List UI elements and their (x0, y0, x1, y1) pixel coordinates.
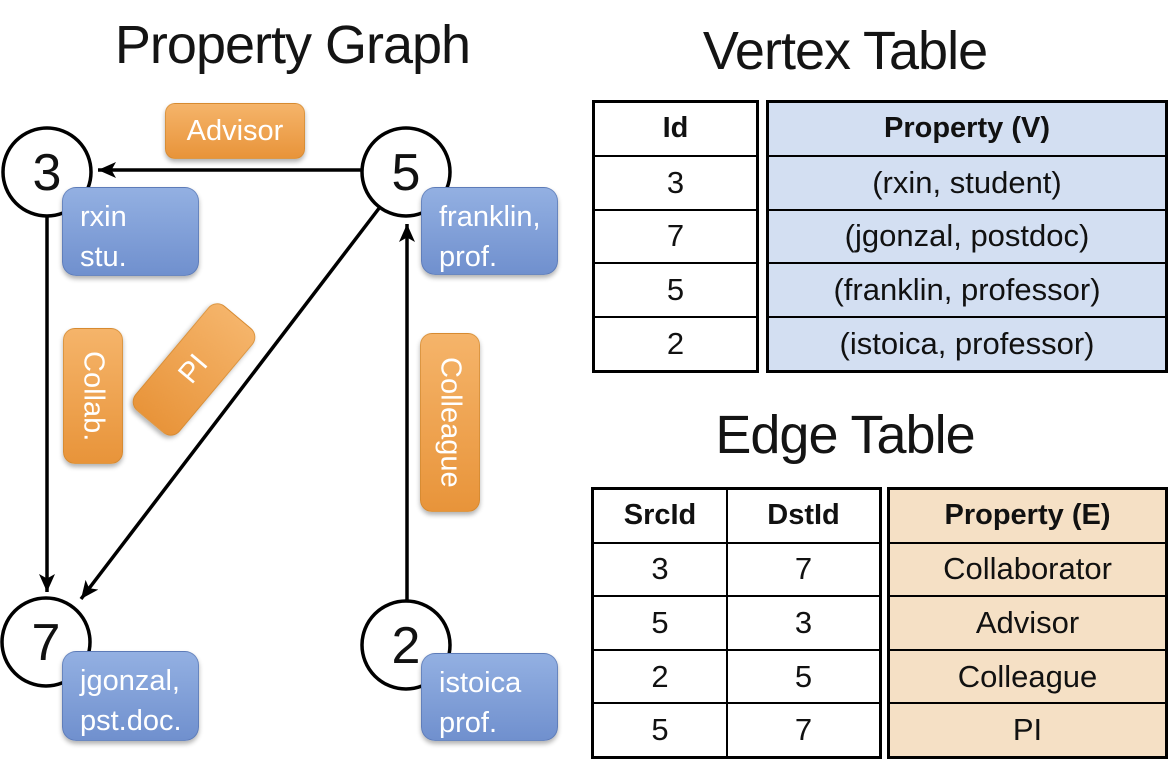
edge-table-srcdst-columns: SrcId DstId 3 7 5 3 2 5 5 7 (591, 487, 882, 759)
vertex-table-property-cell: (rxin, student) (769, 154, 1165, 209)
property-graph-title: Property Graph (114, 15, 471, 75)
edge-table-title: Edge Table (715, 405, 975, 465)
vertex-table-id-cell: 3 (595, 154, 756, 209)
edge-label-collab: Collab. (63, 328, 123, 464)
vertex-table-id-column: Id 3 7 5 2 (592, 100, 759, 373)
edge-table-src-cell: 5 (594, 597, 728, 649)
vertex-property-box-7-line1: jgonzal, (80, 665, 180, 697)
vertex-table-id-cell: 2 (595, 316, 756, 370)
edge-table-property-header: Property (E) (944, 499, 1111, 532)
vertex-node-7-id: 7 (32, 614, 61, 672)
edge-label-advisor: Advisor (165, 103, 305, 159)
edge-table-srcid-header: SrcId (594, 490, 728, 542)
vertex-property-box-7: jgonzal, pst.doc. (62, 651, 199, 741)
vertex-property-box-5-line1: franklin, (439, 201, 541, 233)
edge-table-dst-cell: 7 (794, 712, 813, 748)
vertex-node-5-id: 5 (392, 144, 421, 202)
vertex-table-id-cell: 7 (595, 208, 756, 263)
edge-table-dst-cell: 7 (794, 551, 813, 587)
edge-table-property-cell: Collaborator (890, 541, 1165, 596)
vertex-table-property-cell: (istoica, professor) (769, 316, 1165, 370)
edge-pi-5-to-7 (79, 205, 382, 601)
edge-table-property-cell: Advisor (890, 595, 1165, 649)
edge-table-property-column: Property (E) Collaborator Advisor Collea… (887, 487, 1168, 759)
edge-table-src-cell: 5 (594, 704, 728, 756)
vertex-table-property-header: Property (V) (884, 112, 1050, 145)
vertex-property-box-5-line2: prof. (439, 241, 498, 274)
edge-table-header-row: SrcId DstId (594, 490, 879, 542)
edge-table-row: 3 7 (594, 541, 879, 596)
edge-table-dst-cell: 5 (794, 658, 813, 694)
vertex-table-property-cell: (jgonzal, postdoc) (769, 208, 1165, 263)
edge-table-property-cell: PI (890, 702, 1165, 756)
vertex-property-box-7-line2: pst.doc. (80, 705, 182, 738)
vertex-node-3-id: 3 (33, 144, 62, 202)
edge-table-row: 5 3 (594, 595, 879, 649)
vertex-node-2-id: 2 (392, 617, 421, 675)
vertex-table-id-header: Id (662, 112, 689, 145)
vertex-property-box-3-line2: stu. (80, 241, 127, 274)
edge-table-dst-cell: 3 (794, 604, 813, 640)
edge-label-colleague-text: Colleague (434, 357, 467, 488)
edge-label-advisor-text: Advisor (186, 114, 284, 147)
vertex-property-box-3-line1: rxin (80, 201, 127, 233)
edge-label-collab-text: Collab. (77, 350, 110, 442)
vertex-property-box-2-line1: istoica (439, 667, 522, 699)
vertex-table-title: Vertex Table (702, 21, 988, 81)
edge-table-property-cell: Colleague (890, 648, 1165, 703)
edge-table-src-cell: 3 (594, 543, 728, 596)
edge-label-pi-text: PI (172, 348, 215, 390)
edge-label-colleague: Colleague (420, 333, 480, 512)
vertex-property-box-5: franklin, prof. (421, 187, 558, 275)
vertex-property-box-2-line2: prof. (439, 707, 498, 740)
vertex-table-id-cell: 5 (595, 262, 756, 316)
vertex-property-box-2: istoica prof. (421, 653, 558, 741)
vertex-table-property-column: Property (V) (rxin, student) (jgonzal, p… (766, 100, 1168, 373)
edge-table-dstid-header: DstId (767, 499, 840, 532)
edge-table-row: 5 7 (594, 702, 879, 756)
vertex-property-box-3: rxin stu. (62, 187, 199, 276)
edge-table-row: 2 5 (594, 648, 879, 703)
edge-table-src-cell: 2 (594, 650, 728, 703)
vertex-table-property-cell: (franklin, professor) (769, 262, 1165, 316)
